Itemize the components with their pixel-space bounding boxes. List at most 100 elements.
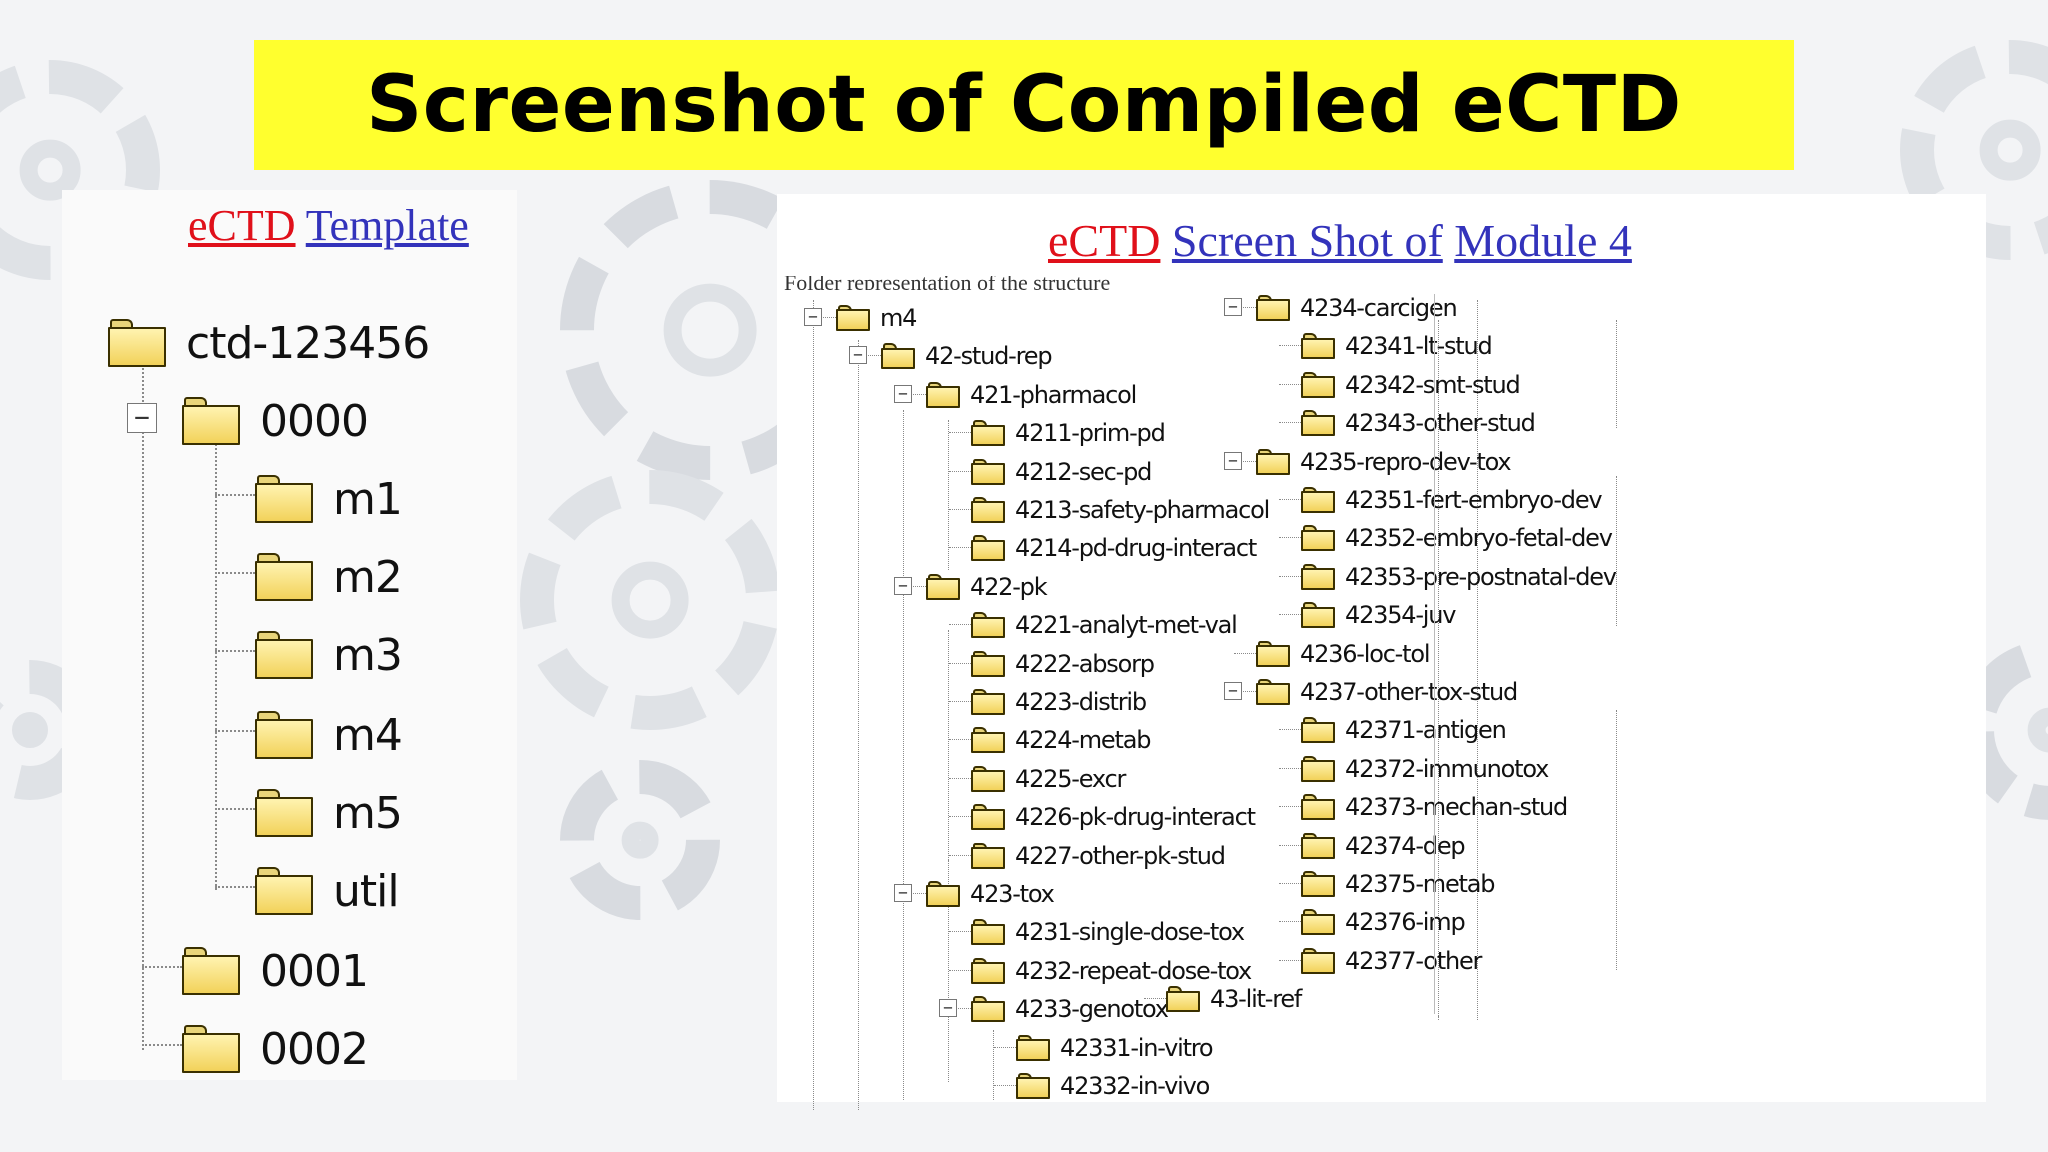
tree-node[interactable]: 42351-fert-embryo-dev	[1301, 486, 1603, 514]
tree-node[interactable]: m4	[836, 304, 917, 332]
node-label: 42375-metab	[1345, 870, 1496, 898]
tree-node[interactable]: 422-pk	[926, 573, 1048, 601]
tree-node[interactable]: 42343-other-stud	[1301, 409, 1536, 437]
tree-node[interactable]: 4226-pk-drug-interact	[971, 803, 1256, 831]
tree-node[interactable]: 4212-sec-pd	[971, 458, 1152, 486]
tree-node[interactable]: 42352-embryo-fetal-dev	[1301, 524, 1613, 552]
folder-icon	[1301, 755, 1335, 782]
tree-guide-line	[1477, 300, 1478, 1020]
node-label: 42371-antigen	[1345, 716, 1507, 745]
tree-node[interactable]: 42376-imp	[1301, 908, 1466, 936]
folder-icon	[1301, 410, 1335, 437]
tree-node-ctd-123456[interactable]: ctd-123456	[108, 314, 430, 372]
tree-connector	[859, 355, 881, 357]
collapse-toggle[interactable]: −	[1224, 682, 1242, 700]
tree-guide-line	[858, 340, 859, 1110]
tree-connector	[1279, 345, 1301, 347]
folder-icon	[255, 711, 313, 760]
node-label: 0001	[260, 945, 369, 997]
tree-node[interactable]: 4224-metab	[971, 726, 1151, 754]
tree-node[interactable]: 4227-other-pk-stud	[971, 842, 1226, 870]
tree-node[interactable]: 4213-safety-pharmacol	[971, 496, 1270, 524]
tree-connector	[1279, 844, 1301, 846]
tree-node-0002[interactable]: 0002	[182, 1020, 369, 1078]
tree-node-0000[interactable]: 0000	[182, 392, 369, 450]
tree-node[interactable]: 42373-mechan-stud	[1301, 793, 1568, 821]
tree-node-m3[interactable]: m3	[255, 626, 403, 684]
tree-node[interactable]: 42354-juv	[1301, 601, 1457, 629]
node-label: m3	[333, 629, 403, 681]
module4-heading-ectd: eCTD	[1048, 215, 1161, 266]
tree-node[interactable]: 42374-dep	[1301, 831, 1466, 860]
tree-node-util[interactable]: util	[255, 862, 400, 920]
collapse-toggle[interactable]: −	[894, 384, 912, 403]
folder-icon	[1301, 563, 1335, 590]
tree-node[interactable]: 42341-lt-stud	[1301, 332, 1493, 360]
tree-node[interactable]: 4234-carcigen	[1256, 294, 1458, 322]
tree-connector	[949, 470, 971, 472]
node-label: ctd-123456	[186, 317, 430, 369]
collapse-toggle[interactable]: −	[849, 346, 867, 365]
tree-node[interactable]: 4222-absorp	[971, 650, 1155, 678]
collapse-toggle[interactable]: −	[127, 403, 157, 433]
collapse-toggle[interactable]: −	[1224, 298, 1242, 316]
tree-node[interactable]: 4214-pd-drug-interact	[971, 534, 1257, 562]
collapse-toggle[interactable]: −	[1224, 451, 1242, 470]
tree-connector	[949, 854, 971, 856]
tree-node-m4[interactable]: m4	[255, 706, 403, 764]
node-label: 421-pharmacol	[970, 380, 1137, 409]
tree-node-0001[interactable]: 0001	[182, 942, 369, 1000]
tree-node[interactable]: 4237-other-tox-stud	[1256, 678, 1518, 706]
tree-node[interactable]: 4225-excr	[971, 765, 1126, 793]
node-label: 4223-distrib	[1015, 688, 1147, 716]
tree-node[interactable]: 423-tox	[926, 880, 1055, 908]
tree-node[interactable]: 4221-analyt-met-val	[971, 611, 1238, 639]
folder-icon	[1016, 1073, 1050, 1100]
tree-node[interactable]: 42332-in-vivo	[1016, 1072, 1210, 1100]
node-label: m2	[333, 551, 403, 603]
tree-node[interactable]: 4233-genotox	[971, 995, 1169, 1023]
tree-node[interactable]: 4223-distrib	[971, 688, 1147, 716]
tree-node[interactable]: 42371-antigen	[1301, 716, 1507, 745]
folder-icon	[108, 319, 166, 368]
tree-connector	[904, 893, 926, 894]
tree-connector	[949, 547, 971, 549]
tree-connector	[1234, 307, 1256, 308]
tree-node[interactable]: 42331-in-vitro	[1016, 1034, 1214, 1062]
node-label: 43-lit-ref	[1210, 985, 1302, 1014]
tree-node[interactable]: 42342-smt-stud	[1301, 371, 1521, 399]
tree-node[interactable]: 42353-pre-postnatal-dev	[1301, 563, 1617, 591]
tree-guide-line	[948, 420, 949, 570]
tree-connector	[814, 317, 836, 318]
gear-icon	[520, 470, 780, 730]
collapse-toggle[interactable]: −	[939, 999, 957, 1018]
tree-node[interactable]: 4232-repeat-dose-tox	[971, 957, 1252, 985]
collapse-toggle[interactable]: −	[804, 308, 822, 326]
template-heading: eCTD Template	[188, 200, 469, 251]
folder-icon	[971, 996, 1005, 1023]
tree-node[interactable]: 421-pharmacol	[926, 380, 1137, 409]
tree-node[interactable]: 4236-loc-tol	[1256, 640, 1431, 668]
tree-node[interactable]: 4211-prim-pd	[971, 419, 1166, 447]
tree-node-m2[interactable]: m2	[255, 548, 403, 606]
tree-connector	[1279, 883, 1301, 884]
tree-node[interactable]: 43-lit-ref	[1166, 985, 1302, 1014]
tree-node[interactable]: 42377-other	[1301, 947, 1482, 975]
tree-node-m1[interactable]: m1	[255, 470, 403, 528]
tree-node[interactable]: 42372-immunotox	[1301, 755, 1549, 783]
tree-node[interactable]: 42375-metab	[1301, 870, 1496, 898]
tree-node[interactable]: 4235-repro-dev-tox	[1256, 448, 1512, 476]
tree-node[interactable]: 42-stud-rep	[881, 342, 1053, 370]
node-label: 42374-dep	[1345, 831, 1466, 860]
tree-node-m5[interactable]: m5	[255, 784, 403, 842]
collapse-toggle[interactable]: −	[894, 884, 912, 902]
tree-guide-line	[1438, 1015, 1439, 1017]
tree-connector	[949, 509, 971, 510]
tree-guide-line	[903, 410, 904, 1100]
tree-node[interactable]: 4231-single-dose-tox	[971, 918, 1245, 946]
collapse-toggle[interactable]: −	[894, 576, 912, 595]
node-label: 4237-other-tox-stud	[1300, 678, 1518, 706]
tree-guide-line	[1616, 320, 1617, 428]
template-heading-template: Template	[305, 201, 469, 250]
tree-connector	[1279, 383, 1301, 385]
